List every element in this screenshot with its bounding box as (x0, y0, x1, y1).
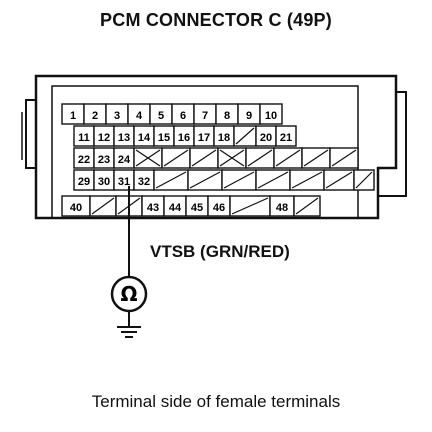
blank-slash (163, 149, 189, 167)
caption: Terminal side of female terminals (91, 392, 341, 411)
terminal-label: 29 (78, 176, 90, 188)
connector-title: PCM CONNECTOR C (49P) (100, 10, 332, 30)
terminal-label: 17 (198, 132, 210, 144)
terminal-label: 12 (98, 132, 110, 144)
blank-slash (291, 171, 323, 189)
terminal-label: 20 (260, 132, 272, 144)
terminal-label: 31 (118, 176, 130, 188)
terminal-label: 5 (158, 110, 164, 122)
terminal-label: 40 (70, 202, 82, 214)
blank-slash (303, 149, 329, 167)
blank-slash (325, 171, 353, 189)
terminal-label: 11 (78, 132, 90, 144)
blank-slash (295, 197, 319, 215)
terminal-label: 22 (78, 154, 90, 166)
blank-cross (219, 149, 245, 167)
terminal-10 (259, 103, 283, 125)
blank-slash (223, 171, 255, 189)
terminal-label: 32 (138, 176, 150, 188)
terminal-label: 16 (178, 132, 190, 144)
ground-icon (117, 326, 141, 338)
wire-label: VTSB (GRN/RED) (150, 242, 290, 261)
terminal-label: 21 (280, 132, 292, 144)
terminal-label: 30 (98, 176, 110, 188)
terminal-label: 4 (136, 110, 143, 122)
terminal-label: 14 (138, 132, 151, 144)
terminal-label: 2 (92, 110, 98, 122)
terminal-label: 10 (265, 110, 277, 122)
ohm-symbol: Ω (120, 282, 137, 306)
right-latch (378, 91, 407, 197)
blank-slash (247, 149, 273, 167)
blank-slash (235, 127, 255, 145)
terminal-label: 24 (118, 154, 131, 166)
terminal-21 (275, 125, 297, 147)
terminal-label: 9 (246, 110, 252, 122)
connector-housing (34, 74, 398, 220)
blank-slash (189, 171, 221, 189)
terminal-label: 13 (118, 132, 130, 144)
terminal-label: 8 (224, 110, 230, 122)
blank-slash (91, 197, 115, 215)
blank-cross (135, 149, 161, 167)
blank-slash (257, 171, 289, 189)
terminal-label: 46 (213, 202, 225, 214)
terminal-label: 3 (114, 110, 120, 122)
terminal-label: 23 (98, 154, 110, 166)
left-latch (25, 99, 36, 169)
terminal-label: 18 (218, 132, 230, 144)
terminal-label: 45 (191, 202, 203, 214)
blank-slash (331, 149, 357, 167)
blank-slash (275, 149, 301, 167)
blank-slash (231, 197, 269, 215)
terminal-label: 43 (147, 202, 159, 214)
terminal-label: 48 (276, 202, 288, 214)
blank-slash (191, 149, 217, 167)
terminal-label: 15 (158, 132, 170, 144)
terminal-label: 1 (70, 110, 76, 122)
blank-slash (155, 171, 187, 189)
blank-slash (355, 171, 373, 189)
terminal-label: 6 (180, 110, 186, 122)
terminal-label: 7 (202, 110, 208, 122)
terminal-label: 44 (169, 202, 182, 214)
